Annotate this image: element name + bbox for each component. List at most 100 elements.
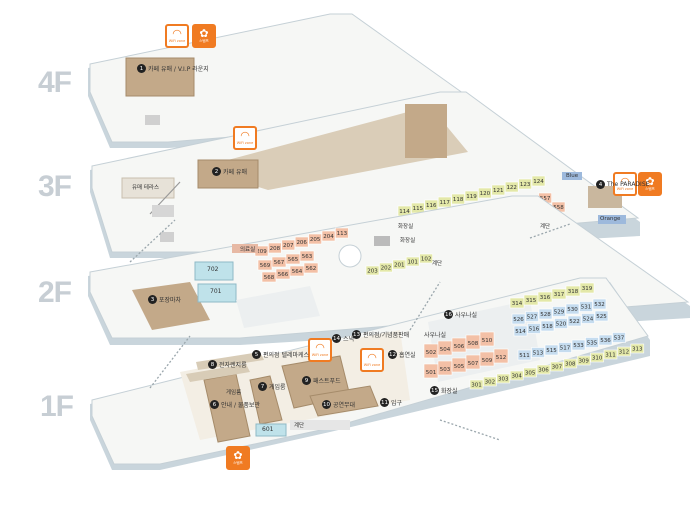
f1-room-number: 314 bbox=[512, 301, 523, 307]
f2-room bbox=[419, 253, 433, 264]
f3-room bbox=[518, 178, 532, 190]
f1-room-number: 315 bbox=[526, 298, 537, 304]
f1-room bbox=[603, 349, 618, 360]
f1-room bbox=[527, 323, 541, 334]
wifi-icon: ◠WiFi zone bbox=[308, 338, 332, 362]
f2-room bbox=[321, 230, 336, 242]
f1-room-number: 531 bbox=[581, 305, 592, 311]
f1-room-number: 516 bbox=[529, 327, 540, 333]
f1-room bbox=[493, 348, 509, 364]
f3-room bbox=[464, 190, 479, 202]
place-label: 흡연실 bbox=[399, 352, 416, 359]
place-label: 포장마차 bbox=[159, 297, 182, 304]
f1-room-number: 535 bbox=[587, 341, 598, 347]
place-number-badge: 16 bbox=[444, 310, 453, 319]
label-f3_toilet2: 화장실 bbox=[400, 238, 416, 244]
place-number-badge: 10 bbox=[322, 400, 331, 409]
f1-room bbox=[567, 315, 582, 327]
wifi-caption: WiFi zone bbox=[311, 353, 329, 357]
f1-room bbox=[550, 361, 564, 372]
f1-room bbox=[558, 342, 572, 353]
f2-room-number: 564 bbox=[292, 269, 303, 275]
f1-room bbox=[540, 320, 555, 332]
f2-room-number: 206 bbox=[296, 240, 307, 246]
f1-room-number: 511 bbox=[519, 353, 530, 359]
place-label: 사우나실 bbox=[455, 312, 478, 319]
stamp-icon: ✿스탬프 bbox=[226, 446, 250, 470]
f1-room bbox=[585, 337, 599, 348]
f2-room bbox=[392, 259, 407, 270]
f1-room-number: 536 bbox=[600, 338, 611, 344]
floor-label-1f: 1F bbox=[40, 390, 74, 423]
f3-room bbox=[531, 175, 546, 187]
f1-room-number: 317 bbox=[554, 292, 565, 298]
stamp-glyph: ✿ bbox=[233, 449, 243, 462]
f1-room-number: 537 bbox=[614, 336, 625, 342]
f1-room-number: 517 bbox=[560, 346, 571, 352]
f2-room-number: 569 bbox=[260, 263, 271, 269]
f2-room-number: 204 bbox=[323, 234, 334, 240]
f3-room-number: 114 bbox=[399, 209, 410, 215]
f1-room bbox=[513, 325, 528, 337]
f1-room-number: 311 bbox=[605, 352, 616, 358]
f1-room-number: 501 bbox=[426, 370, 437, 376]
f2-room bbox=[308, 233, 322, 245]
f3-room bbox=[491, 184, 506, 196]
f1-room bbox=[563, 358, 578, 369]
room-number-label: 702 bbox=[207, 266, 219, 273]
place-label: 공연무대 bbox=[333, 402, 356, 409]
f1-room-number: 522 bbox=[569, 319, 580, 325]
f1-room-number: 318 bbox=[568, 289, 579, 295]
f3-room-number: 119 bbox=[466, 194, 477, 200]
f1-room-number: 304 bbox=[511, 373, 522, 379]
floor-label-4f: 4F bbox=[38, 66, 72, 99]
f2-room-number: 209 bbox=[256, 249, 267, 255]
f2-room-number: 208 bbox=[270, 246, 281, 252]
f3-room bbox=[437, 196, 452, 208]
place-number-badge: 1 bbox=[137, 64, 146, 73]
f1-room-number: 532 bbox=[594, 302, 605, 308]
place-number-badge: 14 bbox=[332, 334, 341, 343]
wifi-glyph: ◠ bbox=[620, 175, 630, 188]
f2-room bbox=[303, 262, 319, 274]
f1-room-number: 309 bbox=[578, 358, 589, 364]
wifi-caption: WiFi zone bbox=[363, 363, 381, 367]
place-number-badge: 9 bbox=[302, 376, 311, 385]
room-number-label: 701 bbox=[210, 288, 222, 295]
f3-room bbox=[478, 187, 492, 199]
f1-room-number: 512 bbox=[496, 355, 507, 361]
place-label: 안내 / 물품보관 bbox=[221, 402, 260, 409]
f1-room bbox=[579, 282, 595, 294]
f1-room bbox=[536, 364, 551, 375]
f1-room-number: 513 bbox=[533, 351, 544, 357]
place-number-badge: 7 bbox=[258, 382, 267, 391]
f3-room-number: 122 bbox=[506, 185, 517, 191]
place-number-badge: 3 bbox=[148, 295, 157, 304]
f1-room bbox=[509, 370, 524, 381]
stamp-caption: 스탬프 bbox=[233, 461, 243, 465]
place-label: 화장실 bbox=[441, 388, 458, 395]
f2-room-number: 202 bbox=[381, 265, 392, 271]
f1-room bbox=[576, 355, 591, 366]
f1-room bbox=[525, 311, 539, 322]
f3-room bbox=[424, 199, 439, 211]
f1-room bbox=[590, 352, 604, 363]
place-number-badge: 5 bbox=[252, 350, 261, 359]
place-label: 입구 bbox=[391, 400, 403, 407]
place-number-badge: 15 bbox=[430, 386, 439, 395]
stamp-icon: ✿스탬프 bbox=[192, 24, 216, 48]
f1-room-number: 306 bbox=[538, 367, 549, 373]
floor-label-2f: 2F bbox=[38, 276, 72, 309]
label-f1_stair: 계단 bbox=[294, 423, 305, 429]
place-number-badge: 6 bbox=[210, 400, 219, 409]
f2-room-number: 113 bbox=[337, 231, 348, 237]
place-label: 패스트푸드 bbox=[313, 378, 341, 385]
room-number-label: 601 bbox=[262, 426, 274, 433]
f1-room bbox=[511, 313, 526, 325]
